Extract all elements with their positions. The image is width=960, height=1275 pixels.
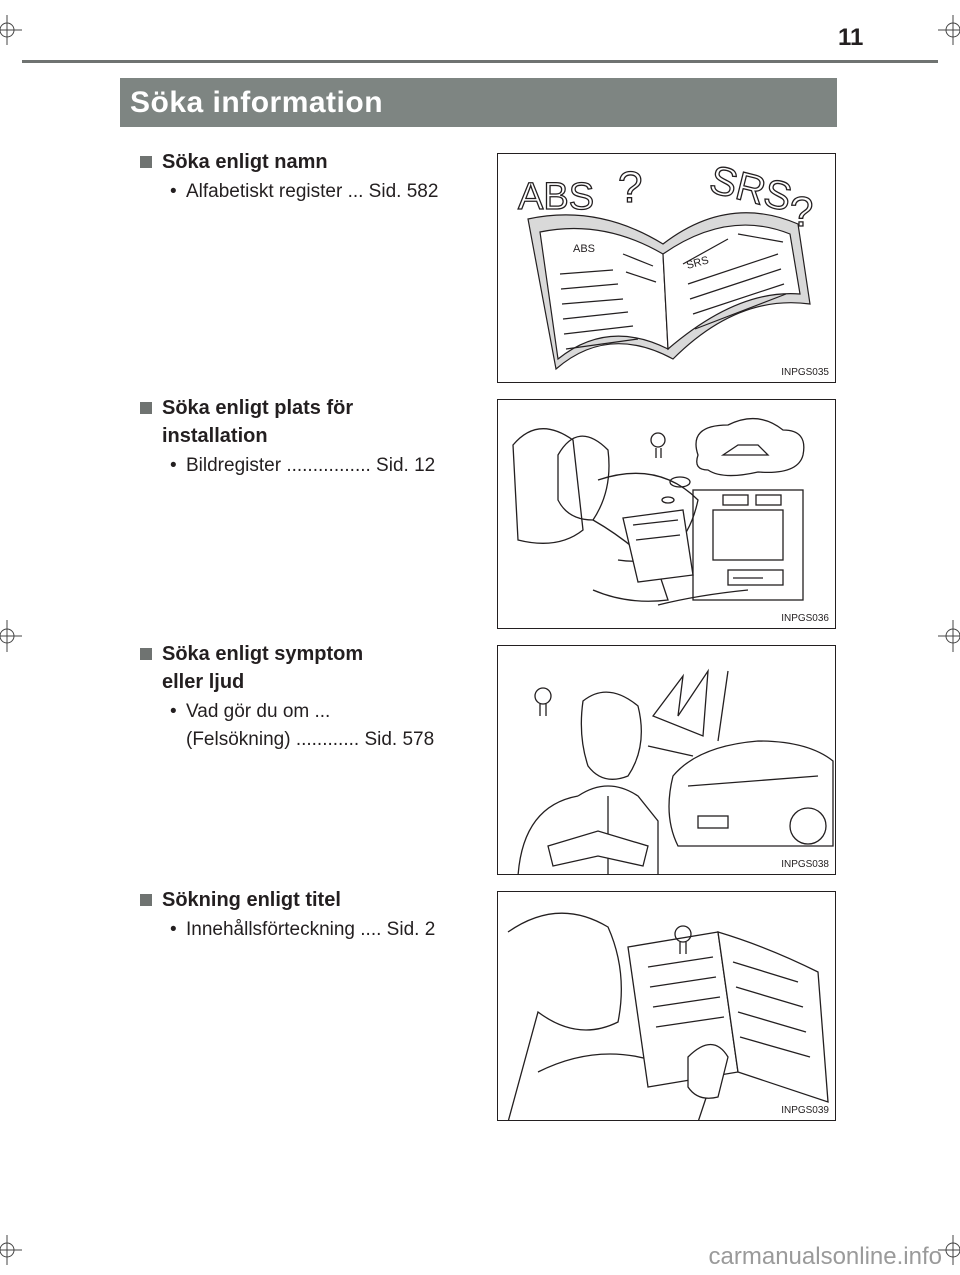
heading-line: installation: [162, 425, 268, 447]
entry-text: Innehållsförteckning .... Sid. 2: [186, 919, 436, 940]
entry-text: Bildregister ................ Sid. 12: [186, 455, 436, 476]
square-bullet-icon: [140, 648, 152, 660]
section-search-by-title: Sökning enligt titel • Innehållsförteckn…: [138, 886, 488, 944]
bullet-icon: •: [170, 919, 177, 940]
square-bullet-icon: [140, 894, 152, 906]
heading-line: eller ljud: [162, 671, 245, 693]
bullet-icon: •: [170, 181, 177, 202]
heading-line: Söka enligt plats för: [162, 397, 354, 419]
page-number: 11: [838, 24, 864, 51]
figure-code: INPGS035: [781, 367, 829, 378]
figure-reading-table-of-contents: INPGS039: [497, 891, 836, 1121]
watermark: carmanualsonline.info: [708, 1243, 942, 1270]
figure-code: INPGS036: [781, 613, 829, 624]
figure-driver-dashboard: INPGS036: [497, 399, 836, 629]
section-search-by-symptom: Söka enligt symptom eller ljud • Vad gör…: [138, 640, 488, 754]
section-heading: Söka enligt namn: [138, 148, 488, 176]
square-bullet-icon: [140, 156, 152, 168]
reference-entry[interactable]: • Innehållsförteckning .... Sid. 2: [138, 916, 488, 944]
svg-text:?: ?: [618, 163, 642, 212]
entry-text: Vad gör du om ...: [186, 701, 331, 722]
figure-label-srs: SRS: [706, 158, 796, 221]
square-bullet-icon: [140, 402, 152, 414]
heading-line: Sökning enligt titel: [162, 889, 341, 911]
section-heading: Sökning enligt titel: [138, 886, 488, 914]
figure-code: INPGS039: [781, 1105, 829, 1116]
section-search-by-location: Söka enligt plats för installation • Bil…: [138, 394, 488, 480]
section-heading: Söka enligt symptom eller ljud: [138, 640, 488, 696]
figure-label-abs: ABS: [518, 176, 594, 218]
page-title: Söka information: [120, 78, 837, 127]
heading-line: Söka enligt namn: [162, 151, 328, 173]
section-search-by-name: Söka enligt namn • Alfabetiskt register …: [138, 148, 488, 206]
svg-text:ABS: ABS: [573, 243, 595, 255]
bullet-icon: •: [170, 455, 177, 476]
entry-text-continued: (Felsökning) ............ Sid. 578: [186, 729, 435, 750]
reference-entry[interactable]: • Alfabetiskt register ... Sid. 582: [138, 178, 488, 206]
figure-man-car-noise: INPGS038: [497, 645, 836, 875]
svg-text:SRS: SRS: [685, 254, 710, 271]
reference-entry[interactable]: • Vad gör du om ... (Felsökning) .......…: [138, 698, 488, 754]
heading-line: Söka enligt symptom: [162, 643, 364, 665]
figure-code: INPGS038: [781, 859, 829, 870]
entry-text: Alfabetiskt register ... Sid. 582: [186, 181, 439, 202]
section-heading: Söka enligt plats för installation: [138, 394, 488, 450]
figure-open-book-abs-srs: ABS ? SRS ? ABS SRS INPGS035: [497, 153, 836, 383]
top-rule: [22, 60, 938, 63]
bullet-icon: •: [170, 701, 177, 722]
reference-entry[interactable]: • Bildregister ................ Sid. 12: [138, 452, 488, 480]
